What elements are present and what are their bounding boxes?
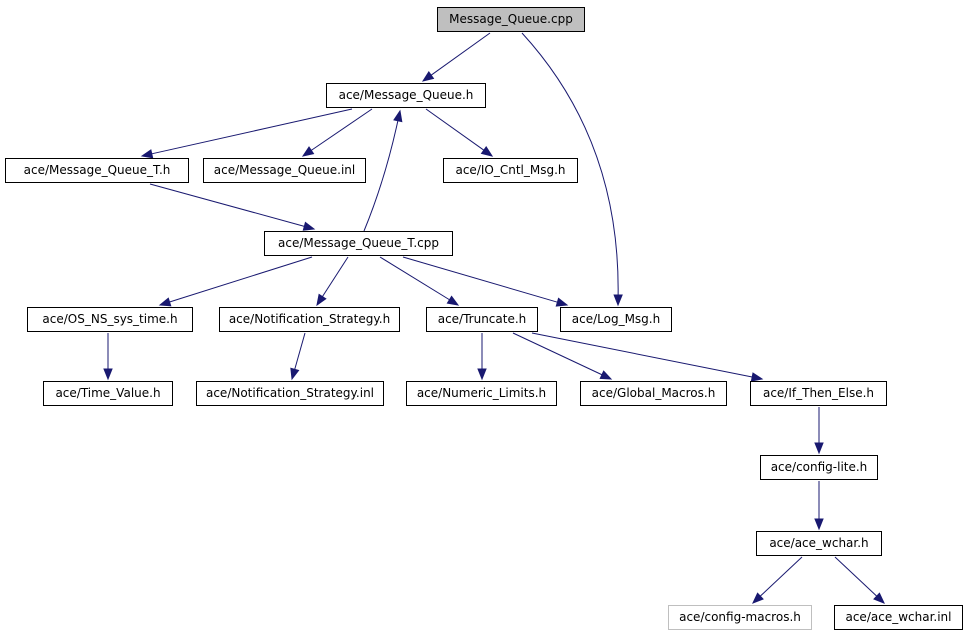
node-ace-notification-strategy-inl[interactable]: ace/Notification_Strategy.inl bbox=[196, 381, 384, 406]
node-ace-notification-strategy-h[interactable]: ace/Notification_Strategy.h bbox=[219, 307, 400, 332]
edge-ace-message-queue-t-cpp-to-ace-truncate-h-arrowhead bbox=[446, 295, 460, 306]
edge-ace-message-queue-t-cpp-to-ace-truncate-h bbox=[379, 256, 450, 301]
node-ace-config-macros-h: ace/config-macros.h bbox=[668, 605, 812, 630]
node-ace-if-then-else-h[interactable]: ace/If_Then_Else.h bbox=[750, 381, 887, 406]
edge-ace-message-queue-t-cpp-to-ace-notification-strategy-h bbox=[322, 256, 349, 297]
edge-ace-os-ns-sys-time-h-to-ace-time-value-h-arrowhead bbox=[103, 368, 113, 381]
node-ace-ace-wchar-inl[interactable]: ace/ace_wchar.inl bbox=[834, 605, 963, 630]
node-ace-numeric-limits-h[interactable]: ace/Numeric_Limits.h bbox=[406, 381, 557, 406]
edge-ace-message-queue-t-cpp-to-ace-os-ns-sys-time-h bbox=[169, 256, 313, 303]
edge-ace-message-queue-h-to-ace-message-queue-t-h bbox=[151, 108, 353, 155]
edge-ace-message-queue-t-h-to-ace-message-queue-t-cpp bbox=[149, 183, 305, 227]
node-message-queue-cpp: Message_Queue.cpp bbox=[437, 7, 585, 32]
edge-ace-message-queue-h-to-ace-io-cntl-msg-h bbox=[425, 108, 485, 151]
edge-ace-message-queue-t-cpp-to-ace-log-msg-h-arrowhead bbox=[555, 297, 569, 307]
edge-ace-message-queue-t-cpp-to-ace-notification-strategy-h-arrowhead bbox=[316, 293, 327, 307]
edge-message-queue-cpp-to-ace-log-msg-h bbox=[521, 32, 619, 296]
node-ace-message-queue-t-cpp[interactable]: ace/Message_Queue_T.cpp bbox=[264, 231, 453, 256]
edge-ace-truncate-h-to-ace-if-then-else-h bbox=[531, 332, 753, 378]
edge-message-queue-cpp-to-ace-log-msg-h-arrowhead bbox=[613, 294, 623, 307]
edge-ace-ace-wchar-h-to-ace-config-macros-h bbox=[759, 556, 803, 597]
edge-ace-truncate-h-to-ace-numeric-limits-h-arrowhead bbox=[477, 368, 487, 381]
edge-ace-message-queue-t-cpp-to-ace-message-queue-h-arrowhead bbox=[393, 109, 403, 123]
node-ace-message-queue-t-h[interactable]: ace/Message_Queue_T.h bbox=[5, 158, 189, 183]
node-ace-io-cntl-msg-h[interactable]: ace/IO_Cntl_Msg.h bbox=[443, 158, 578, 183]
node-ace-message-queue-h[interactable]: ace/Message_Queue.h bbox=[326, 83, 486, 108]
edge-ace-ace-wchar-h-to-ace-config-macros-h-arrowhead bbox=[752, 592, 764, 604]
edge-ace-ace-wchar-h-to-ace-ace-wchar-inl bbox=[834, 556, 878, 597]
node-ace-log-msg-h[interactable]: ace/Log_Msg.h bbox=[560, 307, 672, 332]
edge-message-queue-cpp-to-ace-message-queue-h-arrowhead bbox=[421, 71, 435, 82]
edge-ace-truncate-h-to-ace-global-macros-h bbox=[512, 332, 603, 376]
edge-ace-message-queue-h-to-ace-message-queue-inl-arrowhead bbox=[301, 146, 315, 157]
edge-ace-if-then-else-h-to-ace-config-lite-h-arrowhead bbox=[814, 442, 824, 455]
edge-ace-notification-strategy-h-to-ace-notification-strategy-inl-arrowhead bbox=[290, 367, 300, 381]
edge-ace-message-queue-t-h-to-ace-message-queue-t-cpp-arrowhead bbox=[302, 221, 316, 231]
edge-ace-message-queue-t-cpp-to-ace-message-queue-h bbox=[363, 120, 399, 232]
edge-ace-ace-wchar-h-to-ace-ace-wchar-inl-arrowhead bbox=[873, 592, 885, 604]
edge-ace-message-queue-t-cpp-to-ace-os-ns-sys-time-h-arrowhead bbox=[158, 297, 172, 307]
edge-ace-message-queue-h-to-ace-io-cntl-msg-h-arrowhead bbox=[480, 146, 494, 157]
node-ace-global-macros-h[interactable]: ace/Global_Macros.h bbox=[580, 381, 727, 406]
node-ace-time-value-h[interactable]: ace/Time_Value.h bbox=[43, 381, 173, 406]
edge-ace-message-queue-t-cpp-to-ace-log-msg-h bbox=[402, 256, 558, 303]
edge-ace-truncate-h-to-ace-global-macros-h-arrowhead bbox=[599, 370, 613, 380]
edge-ace-config-lite-h-to-ace-ace-wchar-h-arrowhead bbox=[814, 518, 824, 531]
node-ace-message-queue-inl[interactable]: ace/Message_Queue.inl bbox=[203, 158, 366, 183]
node-ace-ace-wchar-h[interactable]: ace/ace_wchar.h bbox=[756, 531, 882, 556]
edge-ace-truncate-h-to-ace-if-then-else-h-arrowhead bbox=[750, 372, 764, 382]
edge-ace-message-queue-h-to-ace-message-queue-t-h-arrowhead bbox=[140, 149, 154, 159]
edge-ace-message-queue-h-to-ace-message-queue-inl bbox=[310, 108, 373, 151]
edge-ace-notification-strategy-h-to-ace-notification-strategy-inl bbox=[294, 332, 306, 370]
node-ace-config-lite-h[interactable]: ace/config-lite.h bbox=[760, 455, 878, 480]
node-ace-os-ns-sys-time-h[interactable]: ace/OS_NS_sys_time.h bbox=[27, 307, 193, 332]
node-ace-truncate-h[interactable]: ace/Truncate.h bbox=[426, 307, 538, 332]
edge-message-queue-cpp-to-ace-message-queue-h bbox=[430, 32, 491, 76]
